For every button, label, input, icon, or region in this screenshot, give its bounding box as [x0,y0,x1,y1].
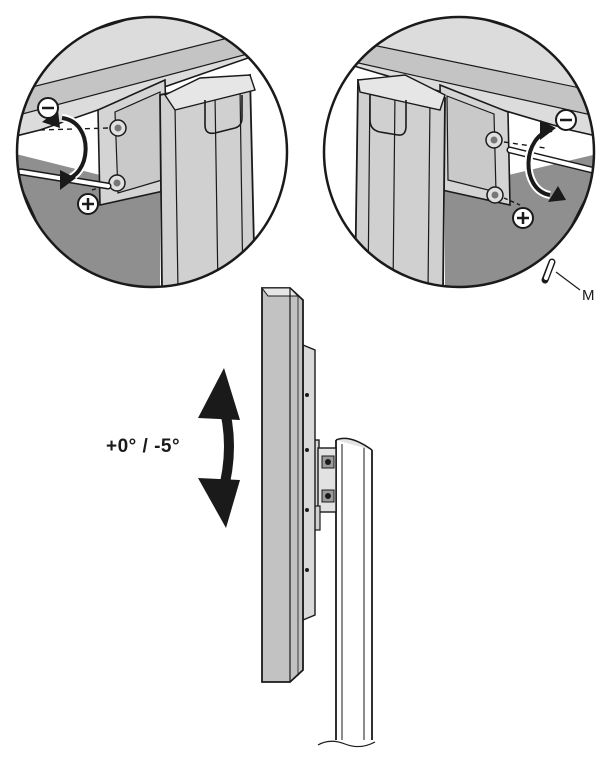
bolt-upper-right [485,131,503,149]
leader-line-m [555,271,581,291]
detail-view-left [15,15,289,289]
part-m-label: M [582,287,595,304]
rotate-arrow-icon [524,120,566,202]
detail-circle-right [322,15,596,289]
bolt-lower-left [108,174,126,192]
side-view-assembly [198,287,376,748]
tilt-range-label: +0° / -5° [106,436,181,457]
plus-circle-icon [77,193,99,215]
pole [317,437,376,748]
minus-circle-icon [37,97,59,119]
minus-circle-icon [555,109,577,131]
display-back-housing [302,343,316,622]
detail-circle-left [15,15,289,289]
double-arrow-vertical-icon [198,368,240,528]
display-panel [261,287,316,683]
rotate-arrow-icon [42,110,90,190]
bolt-upper-left [109,119,127,137]
bolt-lower-right [486,186,504,204]
plus-circle-icon [512,207,534,229]
detail-view-right [322,15,596,291]
pole-break-line [317,740,376,748]
